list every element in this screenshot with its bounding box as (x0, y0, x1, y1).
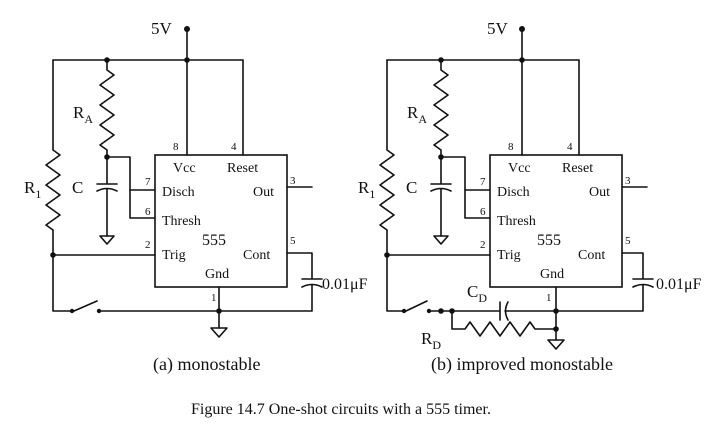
pin-label-cont: Cont (578, 248, 605, 263)
resistor-rd (451, 310, 557, 337)
switch (386, 254, 442, 312)
junction (216, 308, 222, 314)
pin-label-gnd: Gnd (540, 267, 564, 282)
resistor-ra-label: RA (73, 103, 93, 126)
pin-number-6: 6 (145, 206, 151, 218)
pin-label-trig: Trig (497, 248, 521, 263)
supply-label: 5V (487, 19, 509, 38)
pin-number-5: 5 (290, 235, 296, 247)
subcaption-a: (a) monostable (153, 354, 260, 375)
switch-contact (96, 308, 102, 314)
pin-number-3: 3 (290, 175, 296, 187)
pin-label-vcc: Vcc (508, 161, 531, 176)
capacitor-c (430, 156, 452, 237)
capacitor-c (96, 156, 118, 237)
junction (553, 308, 559, 314)
junction (449, 308, 455, 314)
disch-wire (440, 156, 491, 191)
capacitor-cont-label: 0.01μF (322, 276, 368, 293)
pin-number-5: 5 (625, 235, 631, 247)
ground-icon (433, 235, 449, 245)
capacitor-cont (218, 252, 323, 312)
pin-label-vcc: Vcc (173, 161, 196, 176)
supply-label: 5V (151, 19, 173, 38)
chip-555 (154, 154, 288, 288)
pin-number-8: 8 (173, 141, 179, 153)
resistor-r1 (45, 59, 61, 256)
pin-number-1: 1 (546, 292, 552, 304)
ground-icon (547, 339, 565, 350)
disch-wire (106, 156, 156, 191)
pin-label-trig: Trig (162, 248, 186, 263)
chip-name: 555 (202, 232, 226, 249)
pin-label-out: Out (253, 185, 274, 200)
resistor-ra (99, 59, 115, 158)
switch (52, 254, 220, 312)
capacitor-cd (440, 301, 557, 321)
capacitor-c-label: C (72, 178, 83, 197)
circuit-b-improved-monostable: 5V R1 RA C 8 4 7 6 2 3 5 1 Vcc Reset Dis… (358, 19, 702, 375)
ground-icon (99, 235, 115, 245)
pin-number-8: 8 (508, 141, 514, 153)
pin-label-gnd: Gnd (205, 267, 229, 282)
resistor-rd-label: RD (421, 329, 441, 352)
pin-number-7: 7 (145, 176, 151, 188)
capacitor-c-label: C (406, 178, 417, 197)
pin-number-6: 6 (480, 206, 486, 218)
ground-icon (210, 327, 228, 338)
pin-number-4: 4 (567, 141, 573, 153)
resistor-r1-label: R1 (24, 178, 41, 201)
pin-number-4: 4 (231, 141, 237, 153)
pin-label-disch: Disch (497, 185, 530, 200)
resistor-r1 (379, 59, 395, 256)
pin-label-disch: Disch (162, 185, 195, 200)
figure-caption: Figure 14.7 One-shot circuits with a 555… (191, 401, 491, 418)
supply-terminal (184, 26, 190, 32)
resistor-ra (433, 59, 449, 158)
switch-contact (426, 308, 432, 314)
pin-label-cont: Cont (243, 248, 270, 263)
switch-contact (69, 308, 75, 314)
subcaption-b: (b) improved monostable (431, 354, 613, 375)
junction (553, 326, 559, 332)
supply-terminal (519, 26, 525, 32)
pin-number-2: 2 (145, 239, 151, 251)
pin-number-2: 2 (480, 239, 486, 251)
circuit-a-monostable: 5V R1 RA C 8 4 7 6 2 3 5 1 Vcc Reset (24, 19, 368, 375)
switch-contact (401, 308, 407, 314)
pin-label-reset: Reset (227, 161, 258, 176)
capacitor-cont-label: 0.01μF (656, 276, 702, 293)
thresh-wire (129, 189, 156, 219)
pin-label-thresh: Thresh (162, 214, 201, 229)
thresh-wire (464, 189, 491, 219)
capacitor-cd-label: CD (467, 282, 487, 305)
chip-555 (489, 154, 623, 288)
pin-label-out: Out (589, 185, 610, 200)
pin-number-1: 1 (211, 292, 217, 304)
resistor-r1-label: R1 (358, 178, 375, 201)
pin-number-3: 3 (625, 175, 631, 187)
capacitor-cont (555, 252, 654, 312)
pin-number-7: 7 (480, 176, 486, 188)
resistor-ra-label: RA (407, 103, 427, 126)
pin-label-thresh: Thresh (497, 214, 536, 229)
chip-name: 555 (537, 232, 561, 249)
pin-label-reset: Reset (562, 161, 593, 176)
